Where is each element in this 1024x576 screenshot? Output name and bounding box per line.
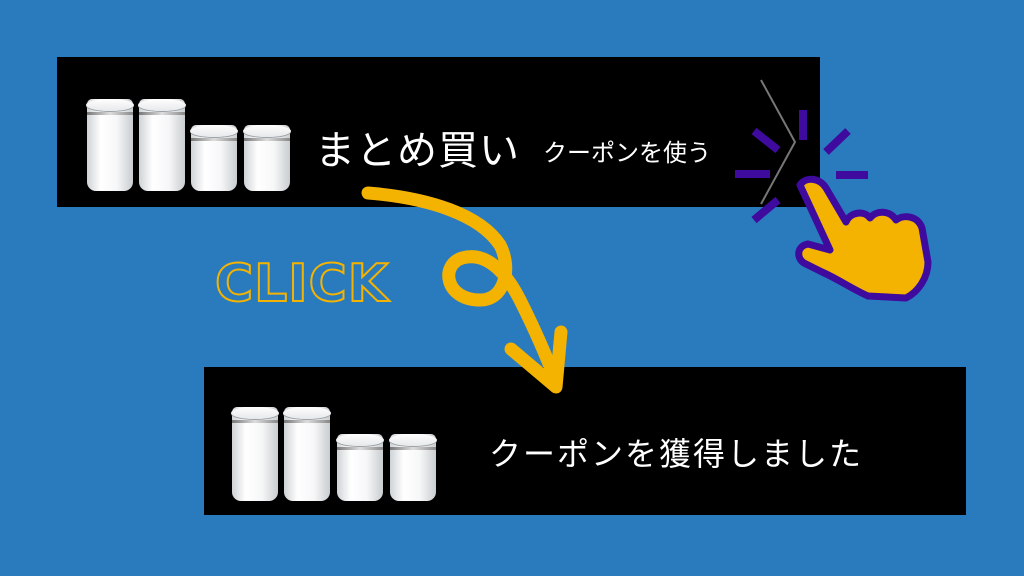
coupon-acquired-banner: クーポンを獲得しました bbox=[204, 367, 966, 515]
click-burst-icon bbox=[735, 110, 868, 224]
banner-subtitle: クーポンを使う bbox=[543, 139, 711, 167]
curly-arrow-icon bbox=[361, 186, 568, 394]
click-label: CLICK bbox=[214, 254, 390, 314]
pointing-hand-icon bbox=[795, 175, 932, 302]
product-image bbox=[231, 405, 442, 505]
chevron-right-icon[interactable] bbox=[757, 77, 807, 207]
banner-title: まとめ買い bbox=[315, 128, 520, 174]
use-coupon-banner[interactable]: まとめ買い クーポンを使う bbox=[57, 57, 820, 207]
product-image bbox=[86, 95, 297, 195]
coupon-acquired-message: クーポンを獲得しました bbox=[489, 435, 864, 473]
